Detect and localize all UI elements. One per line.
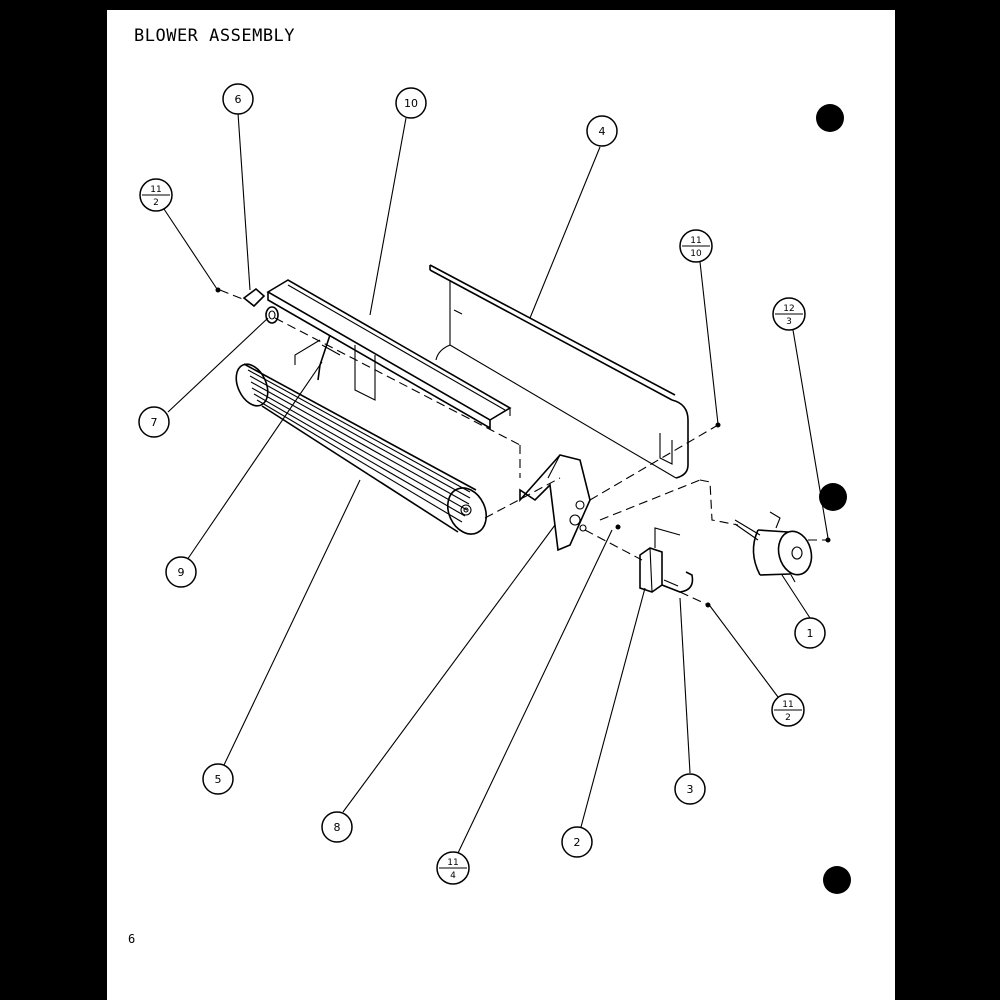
callout-2-label: 2 [574,836,581,849]
blower-wheel [235,363,488,535]
callout-7-label: 7 [151,416,158,429]
blower-motor [734,511,813,583]
motor-screw [825,537,831,543]
ref-callout-11-4-top: 11 [447,858,458,868]
ref-callout-11-2-upper: 11 2 [139,178,173,212]
callout-10-label: 10 [404,97,418,110]
ref-callout-11-2-lower-bottom: 2 [785,713,791,723]
ref-callout-12-3: 12 3 [772,297,806,331]
callout-8-label: 8 [334,821,341,834]
rear-scroll-housing [429,264,689,479]
callout-4-label: 4 [599,125,606,138]
callout-2: 2 [561,826,593,858]
assembly-lines [219,289,826,605]
drawing-sheet [107,10,895,1000]
bearing-clip [242,287,266,308]
callout-5-label: 5 [215,773,222,786]
callout-6-label: 6 [235,93,242,106]
leader-lines [161,112,829,854]
callout-3: 3 [674,773,706,805]
ref-callout-12-3-bottom: 3 [786,317,792,327]
callout-9: 9 [165,556,197,588]
ref-callout-11-2-lower: 11 2 [771,693,805,727]
callout-6: 6 [222,83,254,115]
binder-hole-middle [819,483,847,511]
ref-callout-11-4-bottom: 4 [450,871,456,881]
bracket-screw-c [615,524,621,530]
ref-callout-11-10-top: 11 [690,236,701,246]
callout-10: 10 [395,87,427,119]
callout-9-label: 9 [178,566,185,579]
callout-5: 5 [202,763,234,795]
capacitor [639,527,681,593]
blower-housing-panel [266,279,512,430]
ref-callout-11-2-upper-top: 11 [150,185,161,195]
page-title: BLOWER ASSEMBLY [134,26,296,46]
callout-7: 7 [138,406,170,438]
capacitor-bracket [661,571,694,593]
callout-1: 1 [794,617,826,649]
bracket-screw-b [705,602,711,608]
callout-3-label: 3 [687,783,694,796]
ref-callout-11-2-lower-top: 11 [782,700,793,710]
ref-callout-11-10: 11 10 [679,229,713,263]
page-number: 6 [128,932,136,946]
binder-hole-bottom [823,866,851,894]
ref-callout-11-10-bottom: 10 [690,249,702,259]
ref-callout-11-2-upper-bottom: 2 [153,198,159,208]
ref-callout-11-4: 11 4 [436,851,470,885]
binder-hole-top [816,104,844,132]
wheel-support [317,334,341,381]
bearing-bracket [519,454,591,552]
callout-4: 4 [586,115,618,147]
bearing-bushing [265,306,279,324]
callout-8: 8 [321,811,353,843]
callout-1-label: 1 [807,627,814,640]
ref-callout-12-3-top: 12 [783,304,794,314]
